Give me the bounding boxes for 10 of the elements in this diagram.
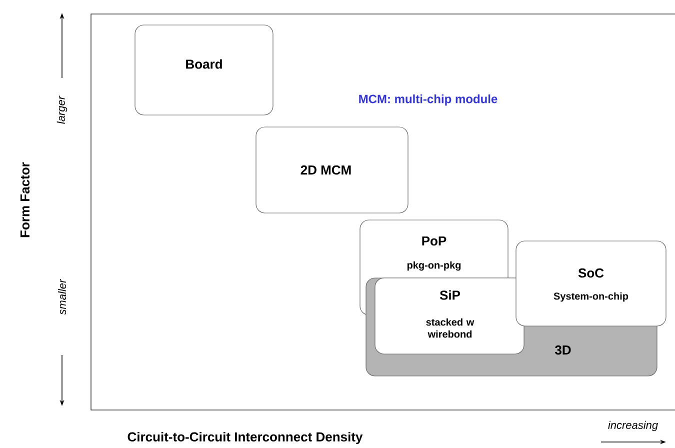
rounded-box: SoC System-on-chip — [516, 240, 666, 326]
rounded-box: Board — [134, 24, 274, 116]
rounded-box: 2D MCM — [256, 126, 408, 214]
axis-label: smaller — [58, 278, 66, 315]
note-text: MCM: multi-chip module — [359, 94, 498, 106]
axis-title: Form Factor — [20, 162, 30, 238]
rounded-box: SiP stacked w wirebond — [374, 278, 524, 354]
axis-label: increasing — [608, 420, 658, 432]
axis-title: Circuit-to-Circuit Interconnect Density — [128, 432, 363, 444]
axis-label: larger — [56, 96, 68, 124]
